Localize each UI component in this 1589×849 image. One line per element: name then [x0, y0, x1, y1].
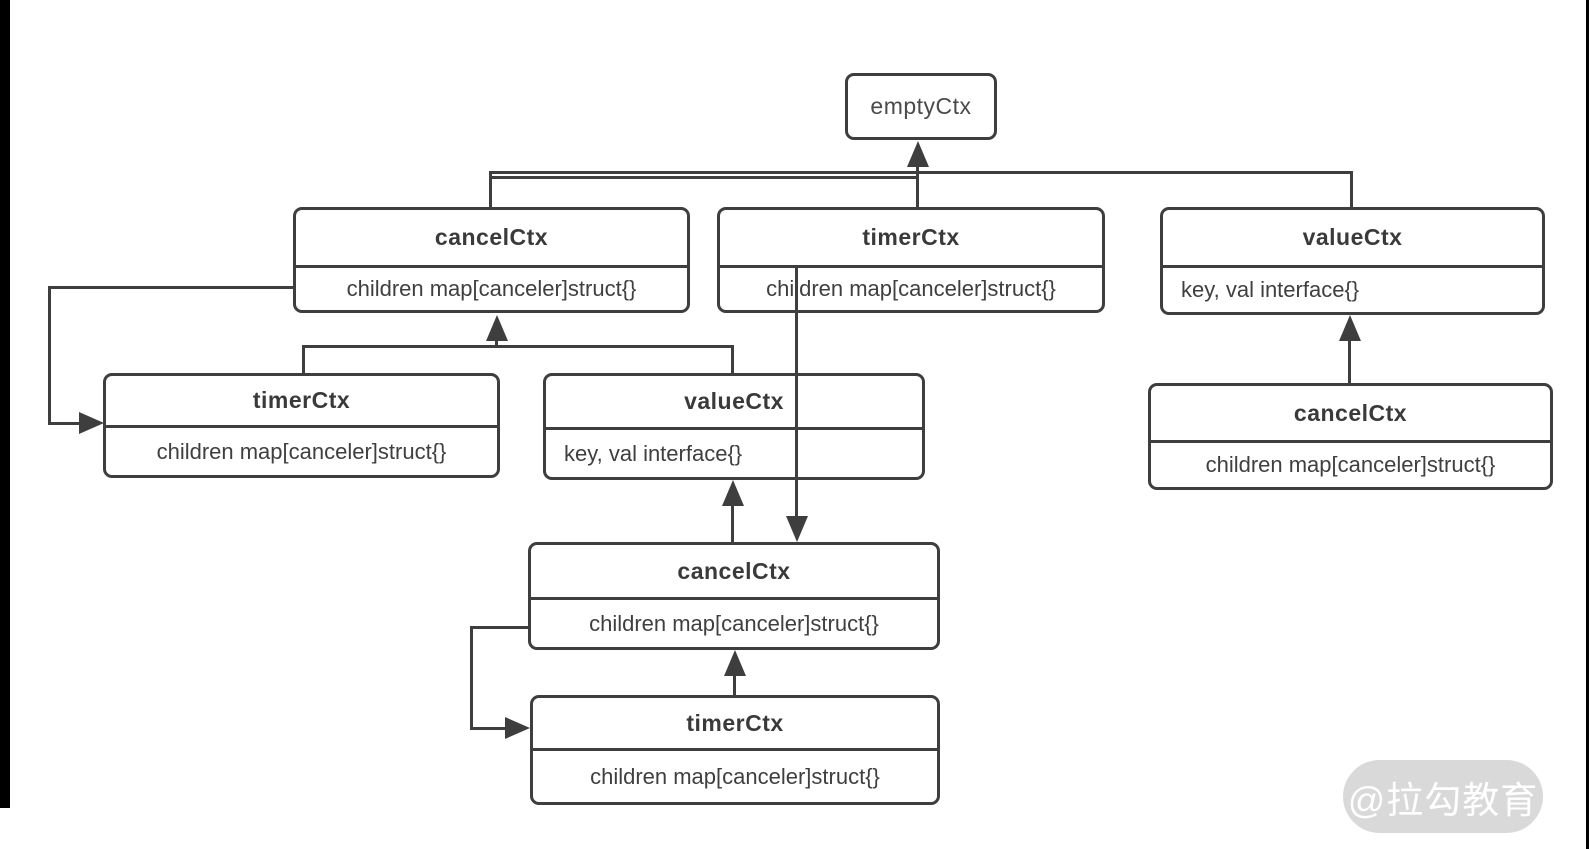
connector-top-bus: [491, 171, 1353, 174]
arrowhead-to-cancel-ctx-l2: [486, 315, 508, 341]
arrowhead-to-timer-ctx-l5: [505, 717, 530, 739]
node-field: children map[canceler]struct{}: [1151, 440, 1550, 487]
node-field: children map[canceler]struct{}: [533, 748, 937, 802]
connector-elbow1-top: [48, 286, 293, 289]
watermark-label: @拉勾教育: [1347, 779, 1539, 821]
connector-drop-timer-l2: [916, 164, 919, 207]
connector-drop-cancel-l2: [489, 171, 492, 207]
connector-elbow2-bottom: [470, 727, 505, 730]
node-field: children map[canceler]struct{}: [531, 597, 937, 647]
node-timer-ctx-l5: timerCtx children map[canceler]struct{}: [530, 695, 940, 805]
node-timer-ctx-l2: timerCtx children map[canceler]struct{}: [717, 207, 1105, 313]
connector-elbow1-vertical: [48, 286, 51, 425]
connector-cancel-l3-to-value-l2: [1348, 338, 1351, 383]
right-edge-bar: [1586, 0, 1589, 849]
node-cancel-ctx-l3: cancelCtx children map[canceler]struct{}: [1148, 383, 1553, 490]
node-title: timerCtx: [252, 387, 351, 413]
node-cancel-ctx-l4: cancelCtx children map[canceler]struct{}: [528, 542, 940, 650]
left-edge-bar: [0, 0, 10, 808]
node-title: valueCtx: [684, 388, 784, 414]
node-cancel-ctx-l2: cancelCtx children map[canceler]struct{}: [293, 207, 690, 313]
connector-drop-value-l3: [731, 345, 734, 373]
connector-drop-timer-l3: [302, 345, 305, 373]
node-field: key, val interface{}: [1163, 265, 1542, 312]
arrowhead-to-timer-ctx-l3: [79, 412, 104, 434]
connector-mid-bus: [304, 345, 734, 348]
connector-timer-l5-to-cancel-l4: [733, 673, 736, 695]
node-value-ctx-l3: valueCtx key, val interface{}: [543, 373, 925, 480]
node-title: emptyCtx: [870, 93, 972, 119]
node-field: key, val interface{}: [546, 427, 922, 477]
watermark-badge: @拉勾教育: [1343, 760, 1543, 833]
connector-elbow2-top: [470, 626, 528, 629]
connector-elbow1-bottom: [48, 422, 80, 425]
arrowhead-to-empty-ctx: [907, 141, 929, 167]
node-title: cancelCtx: [434, 224, 549, 250]
node-empty-ctx: emptyCtx: [845, 73, 997, 140]
arrowhead-to-value-ctx-l3: [722, 480, 744, 506]
node-field: children map[canceler]struct{}: [106, 425, 497, 475]
connector-elbow2-vertical: [470, 626, 473, 730]
connector-cancel-l4-to-value-l3: [731, 503, 734, 542]
connector-stem-cancel-l2: [495, 338, 498, 348]
arrowhead-to-value-ctx-l2: [1339, 315, 1361, 341]
node-field: children map[canceler]struct{}: [296, 265, 687, 310]
arrowhead-to-cancel-ctx-l4: [786, 516, 808, 542]
node-value-ctx-l2: valueCtx key, val interface{}: [1160, 207, 1545, 315]
node-title: cancelCtx: [677, 557, 791, 584]
node-title: timerCtx: [862, 224, 960, 250]
node-title: timerCtx: [686, 709, 784, 736]
node-title: cancelCtx: [1293, 399, 1408, 426]
node-title: valueCtx: [1302, 224, 1403, 250]
arrowhead-to-cancel-ctx-l4-bottom: [724, 650, 746, 676]
node-timer-ctx-l3: timerCtx children map[canceler]struct{}: [103, 373, 500, 478]
connector-timer-l2-to-cancel-l4: [795, 268, 798, 518]
connector-drop-value-l2: [1350, 171, 1353, 207]
node-field: children map[canceler]struct{}: [720, 265, 1102, 310]
connector-top-bus-double: [491, 176, 918, 179]
